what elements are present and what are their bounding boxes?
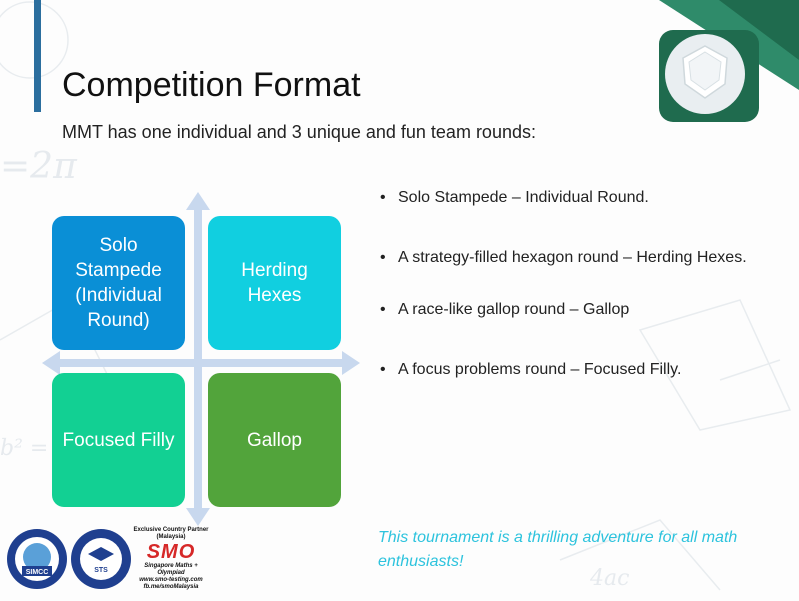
quadrant-focused-filly: Focused Filly: [52, 373, 185, 507]
matrix-axis-arrows: [42, 192, 360, 526]
bullet-item: A focus problems round – Focused Filly.: [378, 358, 758, 382]
smo-facebook: fb.me/smoMalaysia: [143, 584, 199, 590]
quadrant-solo-stampede: Solo Stampede (Individual Round): [52, 216, 185, 350]
simcc-seal-logo: SIMCC: [7, 529, 67, 589]
smo-partner-logo: Exclusive Country Partner (Malaysia) SMO…: [130, 527, 212, 595]
simcc-logo-text: SIMCC: [26, 569, 49, 576]
svg-text:=2π: =2π: [0, 146, 78, 187]
quadrant-gallop: Gallop: [208, 373, 341, 507]
slide-title: Competition Format: [62, 66, 361, 104]
tagline: This tournament is a thrilling adventure…: [378, 529, 738, 570]
sts-seal-logo: STS: [71, 529, 131, 589]
bullet-item: A race-like gallop round – Gallop: [378, 298, 758, 322]
smo-partner-line1: Exclusive Country Partner: [133, 527, 209, 533]
round-bullet-list: Solo Stampede – Individual Round. A stra…: [378, 186, 758, 418]
smo-mark: SMO: [146, 541, 196, 563]
corner-dodecahedron-decoration: [659, 0, 799, 122]
accent-bar: [34, 0, 41, 112]
bullet-item: A strategy-filled hexagon round – Herdin…: [378, 246, 758, 270]
smo-url: www.smo-testing.com: [139, 577, 203, 583]
sts-logo-text: STS: [94, 567, 108, 574]
slide-subtitle: MMT has one individual and 3 unique and …: [62, 122, 536, 142]
smo-tagline: Singapore Maths + Olympiad: [144, 563, 198, 576]
bullet-item: Solo Stampede – Individual Round.: [378, 186, 758, 210]
quadrant-herding-hexes: Herding Hexes: [208, 216, 341, 350]
dodecahedron-icon: [665, 34, 745, 114]
four-quadrant-matrix: Solo Stampede (Individual Round) Herding…: [42, 192, 360, 526]
smo-partner-line2: (Malaysia): [156, 534, 186, 540]
svg-text:4ac: 4ac: [589, 566, 629, 591]
